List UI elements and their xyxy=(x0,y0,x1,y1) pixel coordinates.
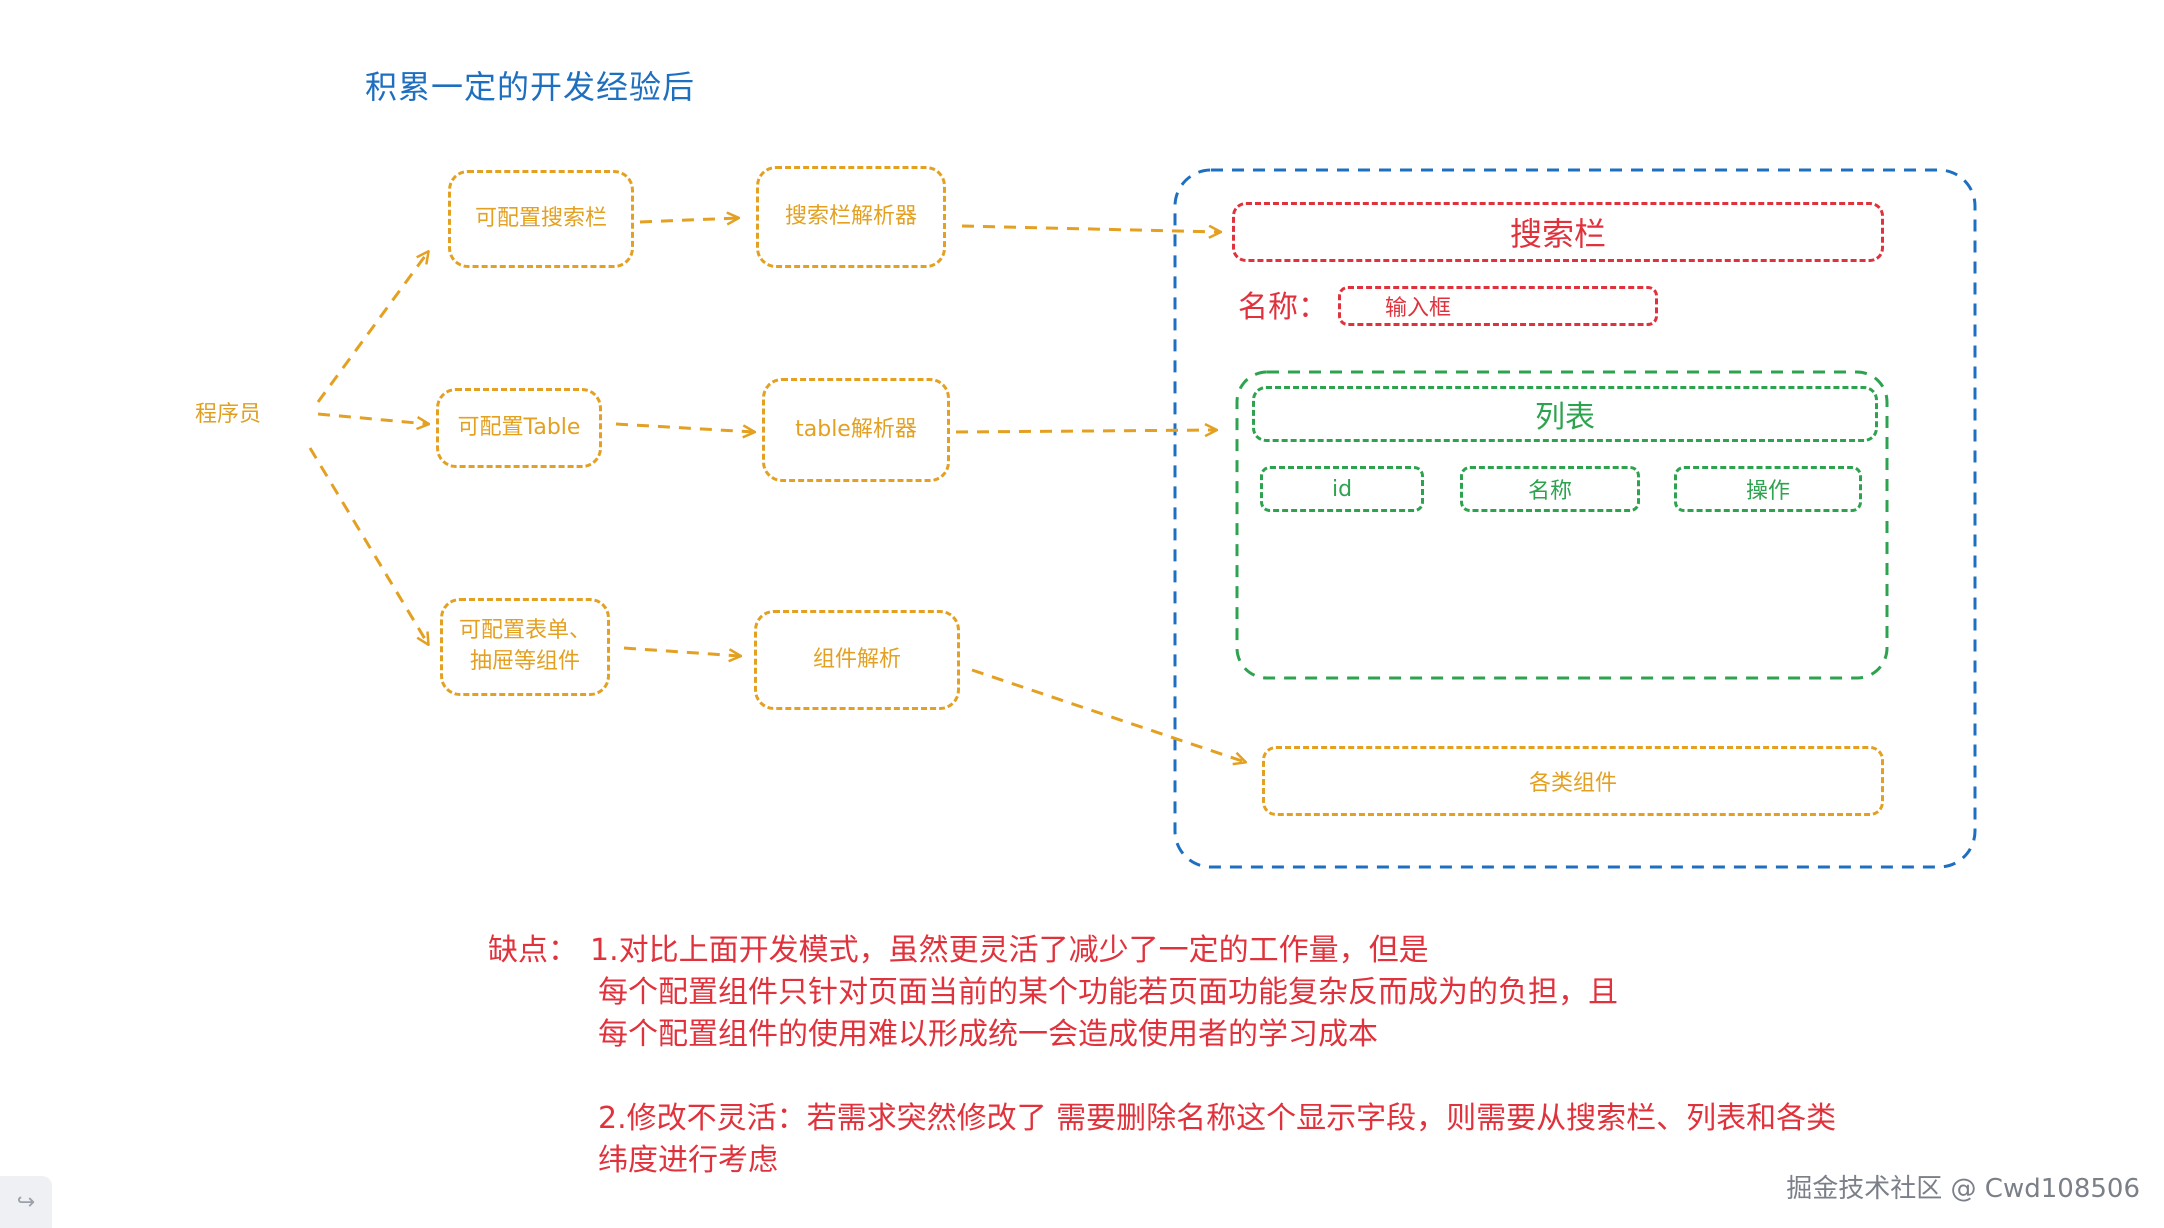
table-parser-node: table解析器 xyxy=(762,378,950,482)
table-config-node: 可配置Table xyxy=(436,388,602,468)
search-config-node: 可配置搜索栏 xyxy=(448,170,634,268)
column-header-actions: 操作 xyxy=(1674,466,1862,512)
search-parser-label: 搜索栏解析器 xyxy=(784,203,917,229)
page-container-frame xyxy=(1173,168,1977,869)
table-config-label: 可配置Table xyxy=(457,414,581,440)
form-config-label-line1: 可配置表单、 xyxy=(458,618,591,644)
arrow-actor-to-form-config xyxy=(308,447,428,644)
share-icon: ↪ xyxy=(16,1189,36,1215)
arrow-search-parser-to-search-bar xyxy=(961,224,1220,232)
column-header-name: 名称 xyxy=(1460,466,1640,512)
drawbacks-prefix: 缺点： xyxy=(488,933,578,968)
drawback-1-line-3: 每个配置组件的使用难以形成统一会造成使用者的学习成本 xyxy=(598,1017,1378,1052)
share-button[interactable]: ↪ xyxy=(0,1176,52,1228)
column-header-id-label: id xyxy=(1331,476,1353,502)
watermark: 掘金技术社区 @ Cwd108506 xyxy=(1786,1174,2140,1204)
form-config-label-line2: 抽屉等组件 xyxy=(469,649,580,674)
search-bar-title: 搜索栏 xyxy=(1509,215,1606,253)
drawback-2-line-1: 2.修改不灵活：若需求突然修改了 需要删除名称这个显示字段，则需要从搜索栏、列表… xyxy=(598,1101,1837,1136)
arrow-table-parser-to-list xyxy=(955,430,1216,432)
arrow-actor-to-search-config xyxy=(316,252,428,403)
search-bar-region: 搜索栏 xyxy=(1232,202,1884,262)
drawback-2-line-2: 纬度进行考虑 xyxy=(598,1143,778,1178)
drawback-1-line-2: 每个配置组件只针对页面当前的某个功能若页面功能复杂反而成为的负担，且 xyxy=(598,975,1618,1010)
search-parser-node: 搜索栏解析器 xyxy=(756,166,946,268)
drawback-1-line-1: 1.对比上面开发模式，虽然更灵活了减少了一定的工作量，但是 xyxy=(590,933,1429,968)
programmer-label: 程序员 xyxy=(195,402,262,427)
list-title-bar: 列表 xyxy=(1252,386,1878,442)
list-title: 列表 xyxy=(1535,400,1595,435)
arrow-table-config-to-parser xyxy=(615,422,754,432)
search-config-label: 可配置搜索栏 xyxy=(474,205,607,231)
diagram-heading: 积累一定的开发经验后 xyxy=(365,68,696,106)
components-label: 各类组件 xyxy=(1528,771,1617,796)
form-config-node: 可配置表单、 抽屉等组件 xyxy=(440,598,610,696)
table-parser-label: table解析器 xyxy=(795,416,917,442)
component-parser-label: 组件解析 xyxy=(812,646,901,672)
component-parser-node: 组件解析 xyxy=(754,610,960,710)
column-header-id: id xyxy=(1260,466,1424,512)
list-container-frame xyxy=(1235,370,1889,680)
arrow-form-config-to-parser xyxy=(623,646,740,656)
column-header-name-label: 名称 xyxy=(1527,479,1572,504)
arrow-component-parser-to-components xyxy=(971,668,1245,762)
name-input-box: 输入框 xyxy=(1338,286,1658,326)
name-field-label: 名称： xyxy=(1238,290,1328,325)
column-header-actions-label: 操作 xyxy=(1745,479,1790,504)
arrow-search-config-to-parser xyxy=(639,218,738,222)
arrow-actor-to-table-config xyxy=(317,412,428,424)
components-region: 各类组件 xyxy=(1262,746,1884,816)
name-input-placeholder: 输入框 xyxy=(1385,296,1452,321)
